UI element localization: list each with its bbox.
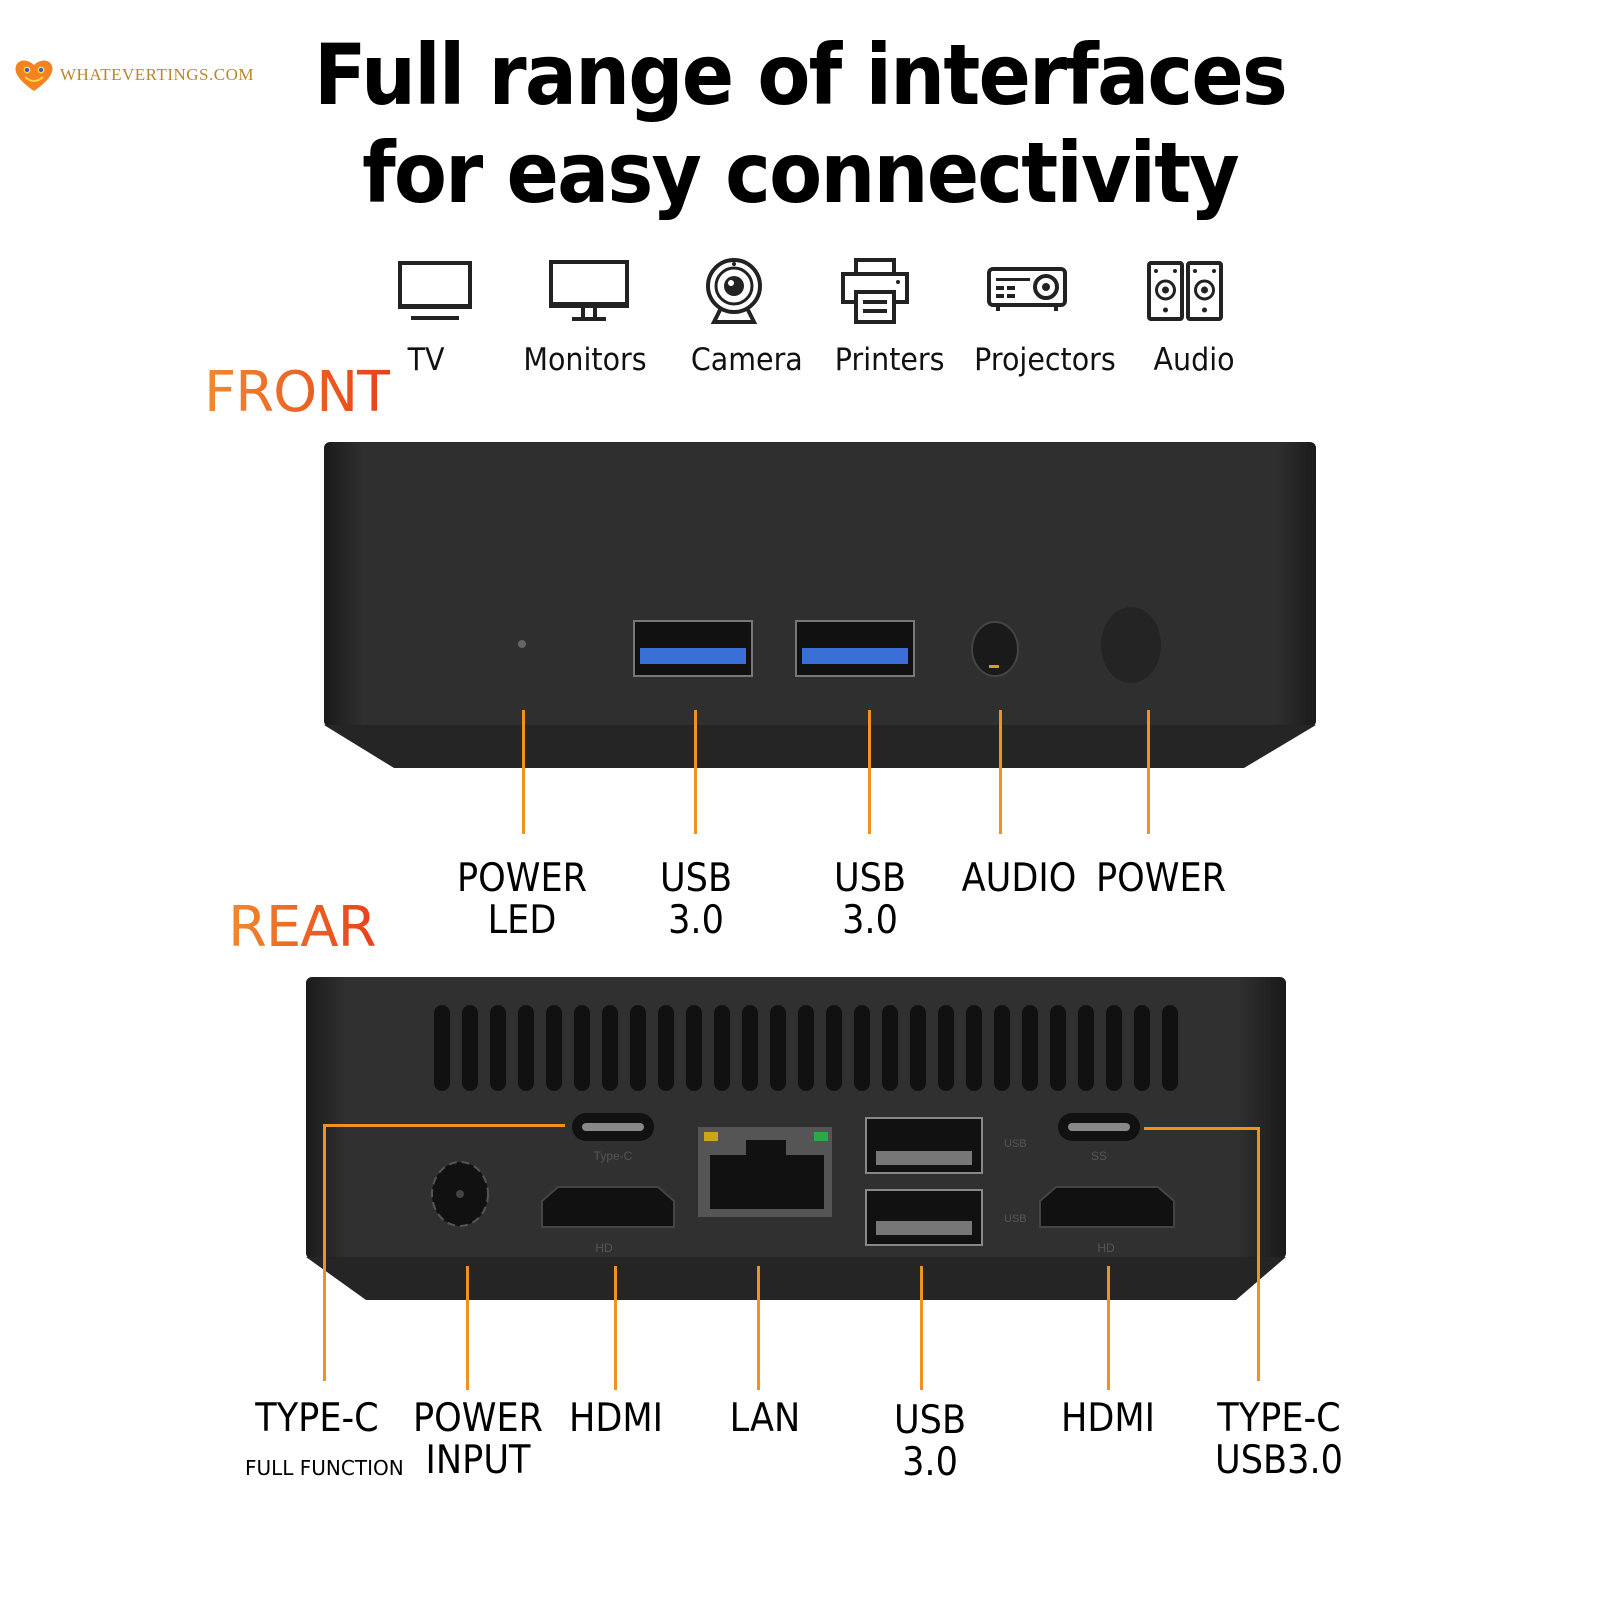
printer-icon [841, 258, 909, 324]
svg-text:SS: SS [1091, 1149, 1107, 1163]
lead-line [999, 710, 1002, 834]
lead-line [694, 710, 697, 834]
compat-label-printers: Printers [834, 342, 945, 378]
compat-camera [704, 256, 764, 331]
lead-line [1107, 1266, 1110, 1390]
rear-section-label: REAR [228, 895, 377, 960]
lead-line [614, 1266, 617, 1390]
compat-audio [1146, 260, 1224, 327]
rear-port-label-lan: LAN [729, 1396, 801, 1441]
rear-port-label-hdmi1: HDMI [568, 1396, 664, 1441]
lead-line [757, 1266, 760, 1390]
front-port-label-audio: AUDIO [961, 856, 1077, 901]
compat-label-projectors: Projectors [974, 342, 1116, 378]
watermark-logo: WHATEVERTINGS.COM [14, 58, 254, 92]
tv-icon [398, 261, 472, 320]
compat-tv [392, 258, 478, 324]
svg-text:USB: USB [1004, 1213, 1027, 1225]
lead-line [1144, 1127, 1260, 1130]
lead-line [323, 1125, 326, 1381]
heart-smiley-icon [15, 60, 53, 91]
compat-label-audio: Audio [1153, 342, 1235, 378]
title-line-1: Full range of interfaces [313, 26, 1288, 124]
svg-text:Type-C: Type-C [594, 1149, 633, 1163]
compat-label-tv: TV [407, 342, 445, 378]
watermark-text: WHATEVERTINGS.COM [60, 65, 254, 84]
rear-device-view: Type-C HD USB USB SS HD [306, 975, 1286, 1305]
lead-line [868, 710, 871, 834]
compat-projector [986, 266, 1068, 321]
mini-pc-rear-image: Type-C HD USB USB SS HD [306, 977, 1286, 1300]
rear-port-label-typec-full: TYPE-C [255, 1396, 379, 1441]
front-port-label-power: POWER [1095, 856, 1227, 901]
rear-port-label-hdmi2: HDMI [1060, 1396, 1156, 1441]
svg-text:USB: USB [1004, 1138, 1027, 1150]
projector-icon [987, 267, 1067, 311]
compat-label-monitors: Monitors [523, 342, 647, 378]
page-title: Full range of interfaces for easy connec… [64, 26, 1536, 222]
monitor-icon [549, 260, 629, 321]
rear-port-sublabel-full-function: FULL FUNCTION [245, 1456, 404, 1480]
svg-text:HD: HD [595, 1241, 613, 1255]
svg-text:HD: HD [1097, 1241, 1115, 1255]
webcam-icon [706, 258, 762, 324]
lead-line [1257, 1127, 1260, 1381]
lead-line [1147, 710, 1150, 834]
compat-label-camera: Camera [690, 342, 803, 378]
front-device-view [324, 440, 1316, 770]
front-section-label: FRONT [204, 360, 391, 425]
title-line-2: for easy connectivity [362, 124, 1240, 222]
lead-line [323, 1124, 565, 1127]
mini-pc-front-image [324, 442, 1316, 768]
lead-line [522, 710, 525, 834]
compat-printer [840, 258, 910, 329]
compat-monitor [548, 258, 630, 329]
lead-line [920, 1266, 923, 1390]
lead-line [466, 1266, 469, 1390]
speakers-icon [1147, 261, 1223, 321]
